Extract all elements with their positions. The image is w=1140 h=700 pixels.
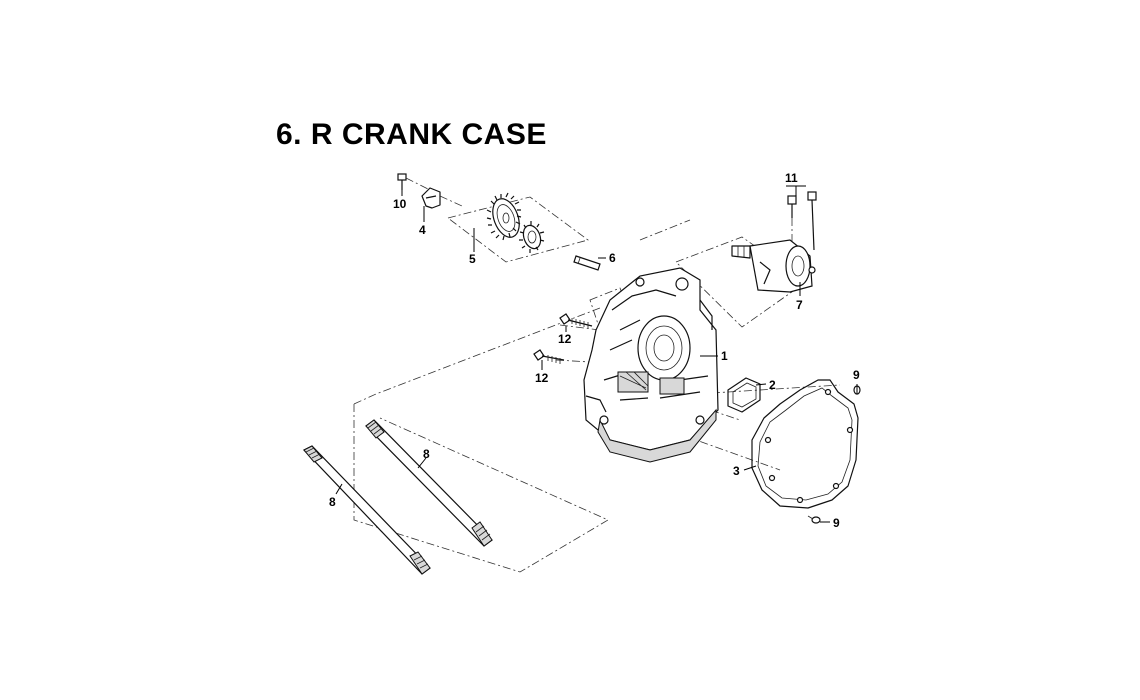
part-11-bolts bbox=[787, 191, 817, 251]
callout-12-upper: 12 bbox=[558, 332, 572, 346]
callout-9-lower: 9 bbox=[833, 516, 840, 530]
part-2-o-ring bbox=[727, 377, 761, 413]
callout-8-left: 8 bbox=[329, 495, 336, 509]
part-6-shaft bbox=[573, 255, 601, 271]
callout-11: 11 bbox=[785, 171, 798, 185]
callout-10: 10 bbox=[393, 197, 407, 211]
callout-6: 6 bbox=[609, 251, 616, 265]
part-9-dowel-lower bbox=[807, 515, 821, 524]
callout-7: 7 bbox=[796, 298, 803, 312]
part-7-starter-motor bbox=[731, 239, 816, 293]
diagram-title: 6. R CRANK CASE bbox=[276, 118, 547, 151]
callout-12-lower: 12 bbox=[535, 371, 549, 385]
part-12-stud-lower bbox=[533, 349, 565, 364]
part-12-stud-upper bbox=[559, 313, 593, 328]
callout-1: 1 bbox=[721, 349, 728, 363]
callout-4: 4 bbox=[419, 223, 426, 237]
part-8-rod-left bbox=[303, 445, 431, 575]
part-8-rod-right bbox=[365, 419, 493, 547]
callout-9-upper: 9 bbox=[853, 368, 860, 382]
callout-3: 3 bbox=[733, 464, 740, 478]
callout-2: 2 bbox=[769, 378, 776, 392]
part-5-gear-small bbox=[519, 221, 545, 253]
part-4-bracket bbox=[421, 187, 463, 209]
leader-lines bbox=[335, 185, 858, 523]
callout-8-right: 8 bbox=[423, 447, 430, 461]
part-10-screw bbox=[397, 173, 431, 191]
callout-5: 5 bbox=[469, 252, 476, 266]
part-3-gasket bbox=[751, 379, 859, 509]
callout-labels: 1 2 3 4 5 6 7 8 8 9 9 10 11 12 12 bbox=[329, 171, 860, 530]
part-5-gear-large bbox=[486, 192, 522, 241]
part-1-crank-case bbox=[583, 267, 719, 463]
